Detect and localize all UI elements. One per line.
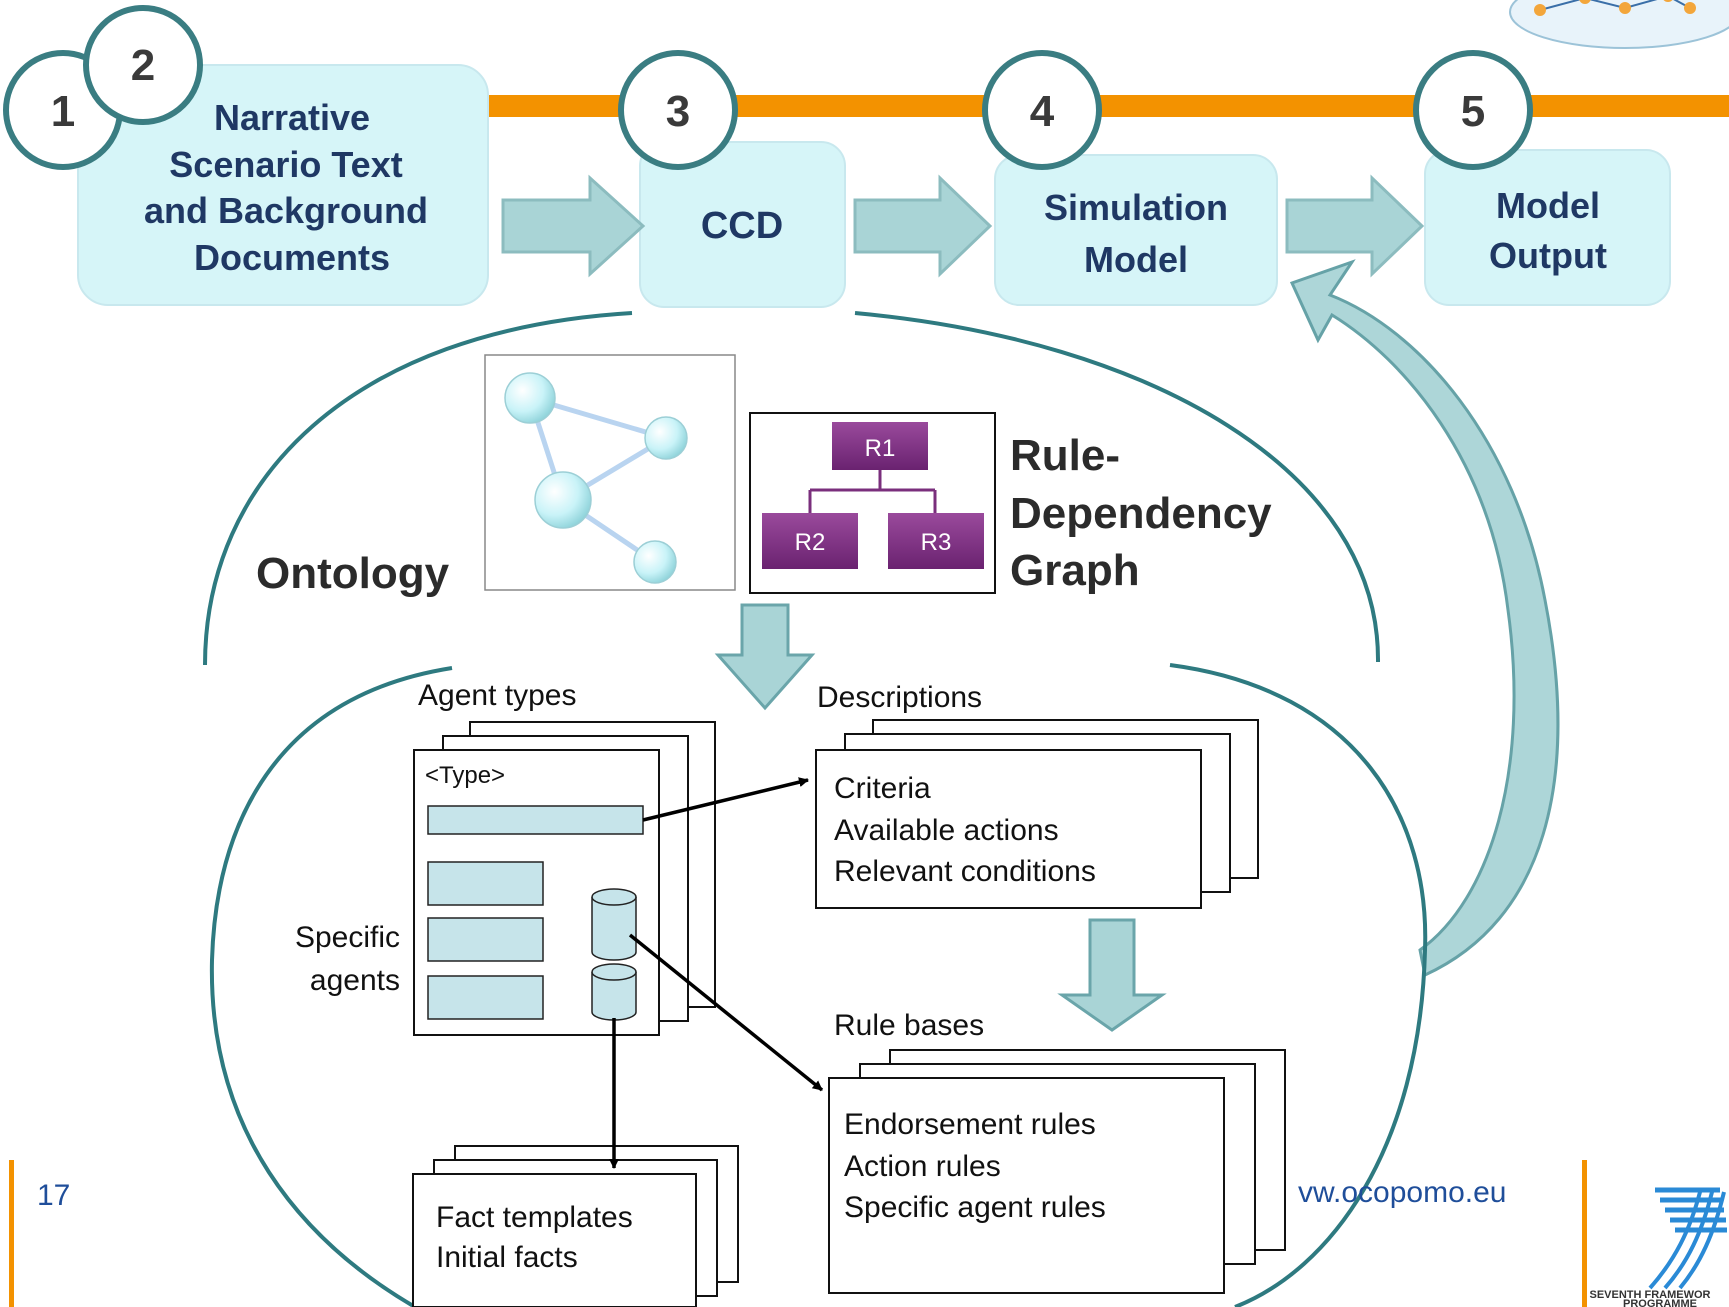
- flow-arrow-2: [853, 174, 993, 278]
- type-tag: <Type>: [425, 762, 505, 789]
- rule-graph-label-1: Rule-: [1010, 431, 1120, 480]
- logo-caption-2: PROGRAMME: [1623, 1298, 1697, 1307]
- feedback-arrow: [1289, 259, 1560, 978]
- rule-dependency-graph: R1 R2 R3: [749, 412, 996, 594]
- ontology-node-3: [534, 471, 592, 529]
- network-logo-icon: [1509, 0, 1729, 49]
- description-item-3: Relevant conditions: [834, 855, 1096, 888]
- narrative-box: Narrative Scenario Text and Background D…: [77, 64, 489, 306]
- rule-node-r1-label: R1: [865, 435, 896, 462]
- output-line-1: Model: [1496, 185, 1600, 226]
- output-line-2: Output: [1489, 235, 1607, 276]
- step-circle-4: [982, 50, 1102, 170]
- type-field: [427, 805, 644, 835]
- page-number: 17: [37, 1179, 70, 1212]
- step-number-1: 1: [51, 87, 75, 136]
- flow-arrow-3: [1285, 174, 1425, 278]
- ontology-graph: [484, 354, 736, 591]
- down-arrow-ccd: [714, 603, 816, 711]
- agent-type-stack: <Type>: [413, 721, 716, 1036]
- ontology-label: Ontology: [256, 549, 450, 598]
- flow-arrow-1: [501, 174, 646, 278]
- fact-item-2: Initial facts: [436, 1241, 578, 1274]
- fp7-logo-icon: SEVENTH FRAMEWOR PROGRAMME: [1590, 1187, 1727, 1307]
- agent-field-2: [427, 917, 544, 962]
- rule-bases-stack: Endorsement rules Action rules Specific …: [828, 1049, 1286, 1294]
- step-number-5: 5: [1461, 87, 1485, 136]
- simulation-box: Simulation Model: [994, 154, 1278, 306]
- rule-node-r3: [888, 513, 984, 569]
- rule-bases-title: Rule bases: [834, 1009, 984, 1042]
- footer-right-bar: [1582, 1160, 1587, 1307]
- description-item-1: Criteria: [834, 772, 931, 805]
- database-icon-2: [591, 963, 637, 1021]
- rule-node-r3-label: R3: [921, 529, 952, 556]
- logo-caption-1: SEVENTH FRAMEWOR: [1590, 1289, 1711, 1301]
- ontology-node-1: [504, 372, 556, 424]
- output-box: Model Output: [1424, 149, 1671, 306]
- simulation-line-2: Model: [1084, 239, 1188, 280]
- footer-left-bar: [9, 1160, 14, 1307]
- connector-db-rulebases: [628, 933, 824, 1092]
- database-icon-1: [591, 888, 637, 961]
- connector-type-descriptions: [642, 777, 809, 822]
- narrative-line-2: Scenario Text: [169, 144, 402, 185]
- ccd-inner-circle: [209, 663, 1428, 1307]
- fact-item-1: Fact templates: [436, 1201, 633, 1234]
- down-arrow-rules: [1057, 918, 1167, 1032]
- specific-agents-line-2: agents: [310, 964, 400, 997]
- narrative-line-1: Narrative: [214, 97, 370, 138]
- rule-base-item-3: Specific agent rules: [844, 1191, 1106, 1224]
- rule-graph-label-2: Dependency: [1010, 489, 1272, 538]
- description-item-2: Available actions: [834, 814, 1059, 847]
- descriptions-title: Descriptions: [817, 681, 982, 714]
- ccd-label: CCD: [701, 205, 783, 247]
- narrative-line-4: Documents: [194, 237, 390, 278]
- step-circle-5: [1413, 50, 1533, 170]
- ccd-arc: [203, 311, 1381, 666]
- rule-node-r1: [832, 422, 928, 470]
- rule-node-r2: [762, 513, 858, 569]
- website-link[interactable]: vw.ocopomo.eu: [1298, 1176, 1506, 1209]
- agent-field-3: [427, 975, 544, 1020]
- agent-field-1: [427, 861, 544, 906]
- step-circle-3: [618, 50, 738, 170]
- descriptions-stack: Criteria Available actions Relevant cond…: [815, 719, 1259, 909]
- rule-base-item-1: Endorsement rules: [844, 1108, 1096, 1141]
- ontology-node-4: [633, 540, 677, 584]
- ccd-box: CCD: [639, 141, 846, 308]
- narrative-line-3: and Background: [144, 190, 428, 231]
- rule-node-r2-label: R2: [795, 529, 826, 556]
- ontology-node-2: [644, 416, 688, 460]
- step-number-4: 4: [1030, 87, 1055, 136]
- facts-stack: Fact templates Initial facts: [412, 1145, 739, 1307]
- step-circle-2: [83, 5, 203, 125]
- specific-agents-line-1: Specific: [295, 921, 400, 954]
- simulation-line-1: Simulation: [1044, 187, 1228, 228]
- rule-base-item-2: Action rules: [844, 1150, 1001, 1183]
- rule-graph-label-3: Graph: [1010, 546, 1140, 595]
- step-number-2: 2: [131, 41, 155, 90]
- step-number-3: 3: [666, 87, 690, 136]
- agent-types-title: Agent types: [418, 679, 576, 712]
